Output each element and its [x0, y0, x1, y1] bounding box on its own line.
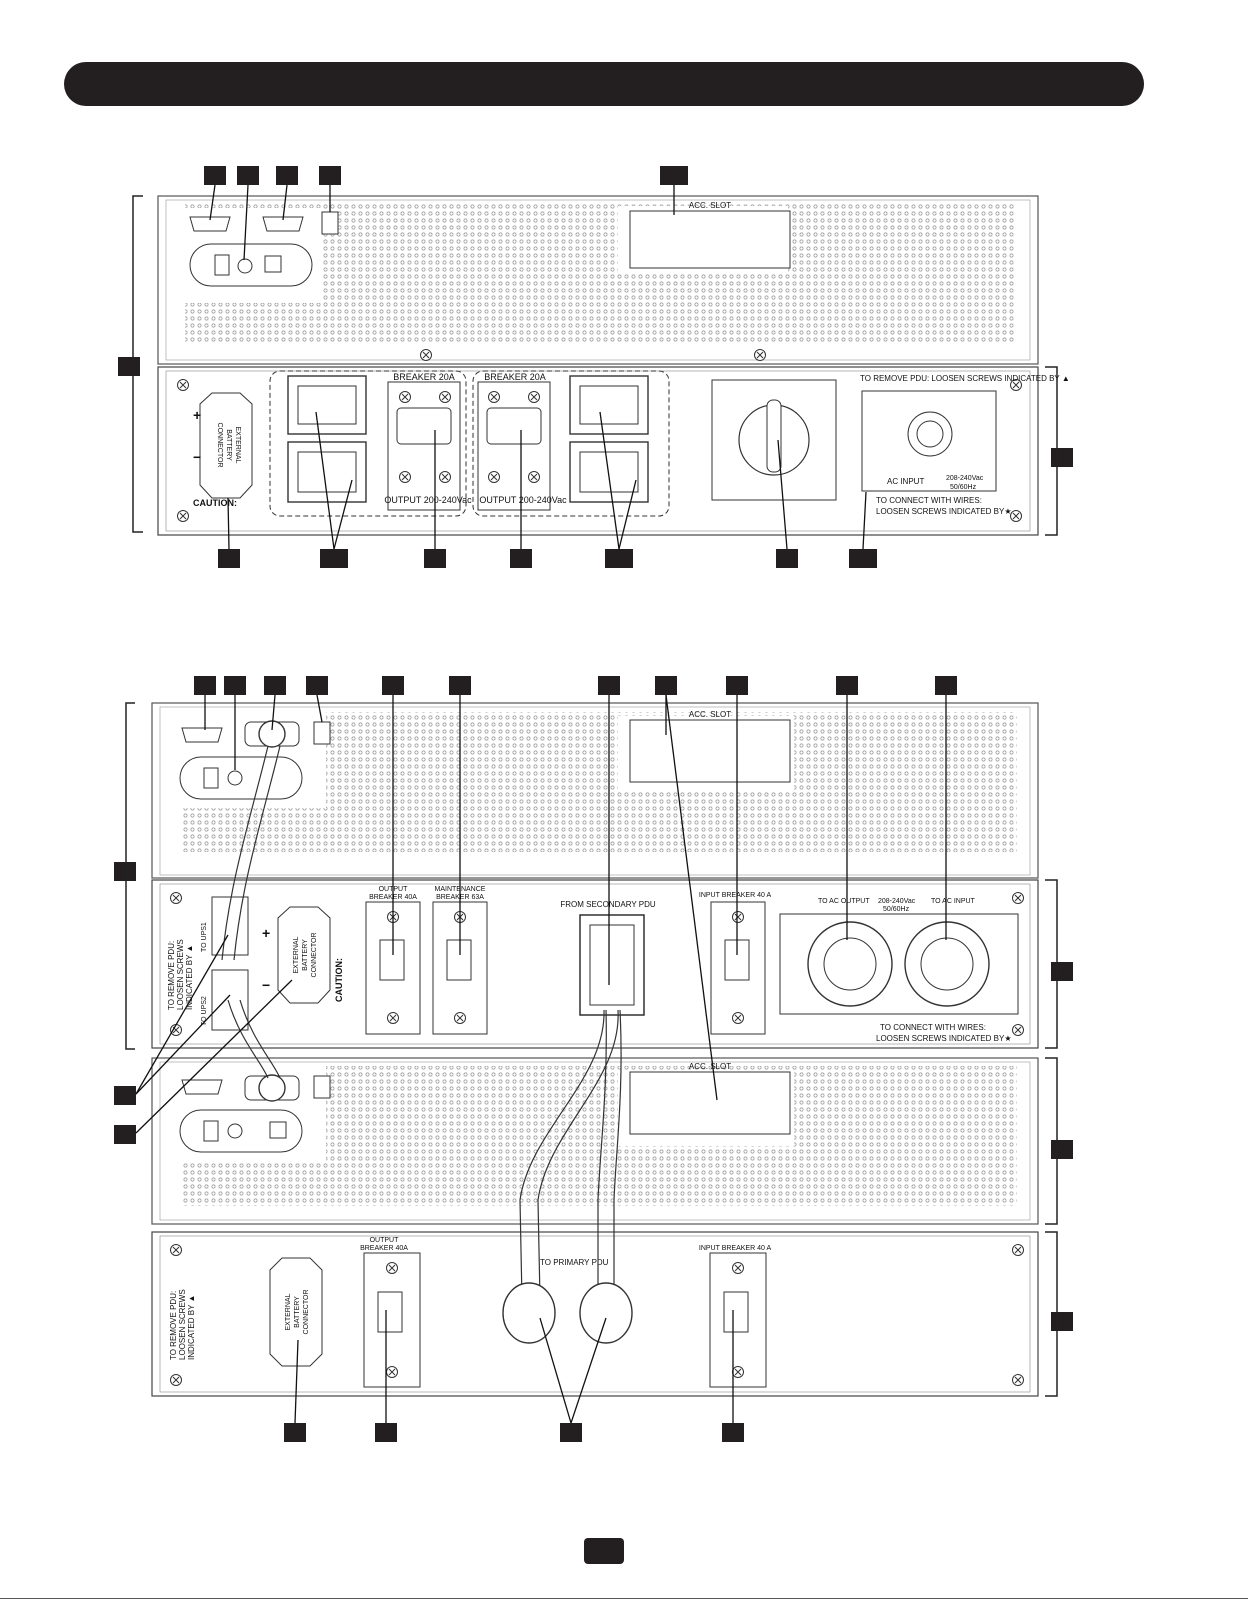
svg-text:BATTERY: BATTERY — [302, 939, 309, 971]
svg-text:BREAKER 20A: BREAKER 20A — [393, 372, 455, 382]
svg-text:INPUT BREAKER 40 A: INPUT BREAKER 40 A — [699, 1245, 772, 1252]
ups2-accessory-slot — [629, 1071, 791, 1135]
svg-text:EXTERNAL: EXTERNAL — [234, 427, 241, 464]
acc-slot-label: ACC. SLOT — [689, 201, 731, 210]
cable-plugs — [502, 1282, 633, 1344]
accessory-slot — [629, 210, 791, 269]
serial-port-2-icon — [262, 216, 304, 232]
bracket-right-bottom-1 — [1045, 879, 1058, 1049]
ups2-network-port-icon — [313, 1075, 331, 1099]
to-ups2-terminal — [211, 969, 249, 1031]
svg-text:LOOSEN SCREWS: LOOSEN SCREWS — [178, 1289, 187, 1360]
remove-pdu-note: TO REMOVE PDU: LOOSEN SCREWS INDICATED B… — [860, 374, 1070, 383]
bracket-right-bottom-2 — [1045, 1057, 1058, 1225]
network-port-icon — [321, 211, 339, 235]
outlet-group-right — [472, 370, 670, 517]
svg-text:208-240Vac: 208-240Vac — [946, 475, 984, 482]
external-battery-connector — [199, 392, 253, 499]
svg-text:CONNECTOR: CONNECTOR — [216, 423, 223, 468]
ups1-accessory-slot — [629, 719, 791, 783]
interconnect-cables — [221, 745, 622, 1301]
bracket-right-top — [1045, 366, 1058, 536]
svg-text:ACC. SLOT: ACC. SLOT — [689, 710, 731, 719]
leader-lines-bottom — [135, 694, 947, 1424]
dip-switch-icon — [214, 254, 230, 276]
svg-text:TO REMOVE PDU:: TO REMOVE PDU: — [167, 941, 176, 1010]
svg-text:OUTPUT 200-240Vac: OUTPUT 200-240Vac — [479, 495, 567, 505]
svg-text:CONNECTOR: CONNECTOR — [311, 933, 318, 978]
svg-text:FROM SECONDARY PDU: FROM SECONDARY PDU — [560, 900, 655, 909]
svg-text:TO AC INPUT: TO AC INPUT — [931, 898, 976, 905]
svg-text:EXTERNAL: EXTERNAL — [285, 1293, 292, 1330]
svg-text:INDICATED BY ▲: INDICATED BY ▲ — [187, 1295, 196, 1360]
svg-text:BREAKER 20A: BREAKER 20A — [484, 372, 546, 382]
rotary-knob-icon — [766, 399, 782, 473]
plus-icon: + — [193, 407, 201, 423]
ups1-network-port-icon — [313, 721, 331, 745]
svg-text:BATTERY: BATTERY — [294, 1296, 301, 1328]
svg-text:50/60Hz: 50/60Hz — [883, 906, 910, 913]
svg-text:AC INPUT: AC INPUT — [887, 477, 924, 486]
svg-text:LOOSEN SCREWS INDICATED BY★: LOOSEN SCREWS INDICATED BY★ — [876, 507, 1012, 516]
svg-text:LOOSEN SCREWS: LOOSEN SCREWS — [176, 939, 185, 1010]
usb-port-icon — [264, 255, 282, 273]
ups1-serial-port-icon — [181, 727, 223, 743]
breaker-20a-left — [387, 381, 461, 511]
svg-text:LOOSEN SCREWS INDICATED BY★: LOOSEN SCREWS INDICATED BY★ — [876, 1034, 1012, 1043]
svg-text:TO UPS1: TO UPS1 — [201, 922, 208, 952]
svg-text:CAUTION:: CAUTION: — [334, 958, 344, 1002]
bracket-right-bottom-3 — [1045, 1231, 1058, 1397]
svg-text:ACC. SLOT: ACC. SLOT — [689, 1062, 731, 1071]
bracket-left-top — [132, 195, 143, 533]
svg-text:TO CONNECT WITH WIRES:: TO CONNECT WITH WIRES: — [876, 496, 982, 505]
ups2-serial-port-icon — [181, 1079, 223, 1095]
svg-text:INPUT BREAKER 40 A: INPUT BREAKER 40 A — [699, 892, 772, 899]
svg-text:TO REMOVE PDU:: TO REMOVE PDU: — [169, 1291, 178, 1360]
svg-text:BREAKER 40A: BREAKER 40A — [360, 1245, 408, 1252]
svg-text:208-240Vac: 208-240Vac — [878, 898, 916, 905]
pdu-external-battery-connector — [277, 906, 331, 1004]
svg-text:EXTERNAL: EXTERNAL — [293, 936, 300, 973]
outlet-group-left — [269, 370, 467, 517]
footer-rule — [0, 1598, 1248, 1599]
svg-text:TO CONNECT WITH WIRES:: TO CONNECT WITH WIRES: — [880, 1023, 986, 1032]
svg-text:INDICATED BY ▲: INDICATED BY ▲ — [185, 945, 194, 1010]
svg-text:TO UPS2: TO UPS2 — [201, 996, 208, 1026]
minus-icon: − — [193, 449, 201, 465]
svg-text:CONNECTOR: CONNECTOR — [303, 1290, 310, 1335]
svg-text:OUTPUT 200-240Vac: OUTPUT 200-240Vac — [384, 495, 472, 505]
epo-port-icon — [237, 258, 253, 274]
svg-text:OUTPUT: OUTPUT — [370, 1237, 400, 1244]
serial-port-icon — [189, 216, 231, 232]
bracket-left-bottom — [125, 702, 135, 1050]
section-title-bar — [64, 62, 1144, 106]
page-number-marker — [584, 1538, 624, 1564]
pdu-plus-icon: + — [262, 925, 270, 941]
svg-text:TO AC OUTPUT: TO AC OUTPUT — [818, 898, 870, 905]
svg-text:BATTERY: BATTERY — [225, 429, 232, 461]
breaker-20a-right — [477, 381, 551, 511]
svg-text:50/60Hz: 50/60Hz — [950, 484, 977, 491]
leader-lines-top — [209, 184, 867, 550]
caution-label: CAUTION: — [193, 498, 237, 508]
secondary-battery-connector — [269, 1257, 323, 1367]
lower-input-breaker — [709, 1252, 767, 1388]
pdu-minus-icon: − — [262, 977, 270, 993]
svg-text:TO PRIMARY PDU: TO PRIMARY PDU — [540, 1258, 609, 1267]
